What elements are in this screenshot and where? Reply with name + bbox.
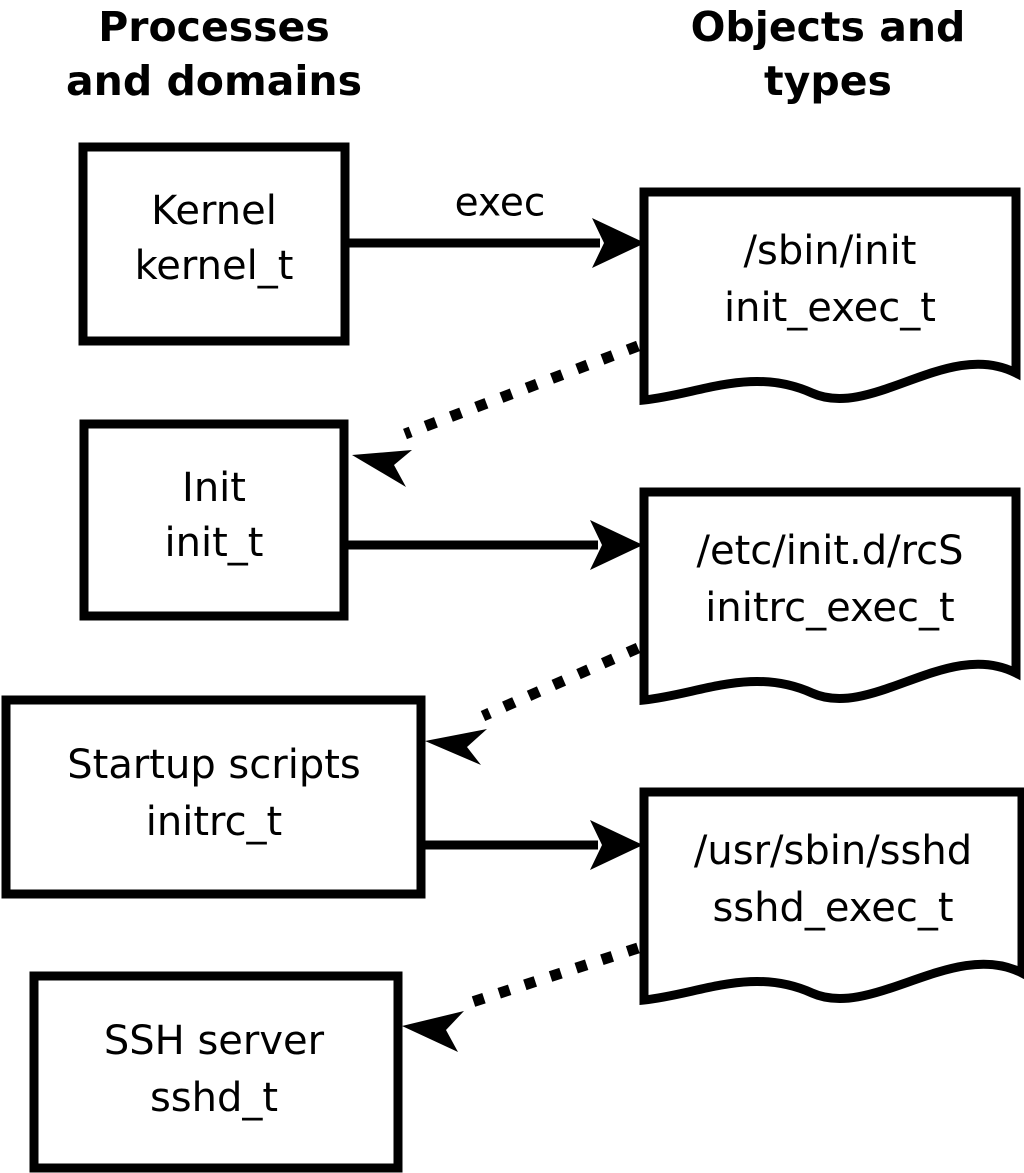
node-init[interactable]: Init init_t [79,419,349,621]
node-kernel[interactable]: Kernel kernel_t [78,142,350,346]
node-init-line1: Init [182,465,246,511]
edge-init-exec-rcs-arrowhead [590,520,643,570]
node-ssh-server-line1: SSH server [104,1018,325,1064]
edge-sshd-transition-ssh-server-line [461,942,640,1011]
edge-rcs-transition-initrc-line [480,642,641,722]
node-usr-sbin-sshd[interactable]: /usr/sbin/sshd sshd_exec_t [639,787,1024,1006]
node-ssh-server-box[interactable] [29,971,403,1173]
edge-initrc-exec-sshd-arrowhead [590,820,643,870]
node-sbin-init-line2: init_exec_t [724,285,936,331]
node-usr-sbin-sshd-line2: sshd_exec_t [712,885,953,931]
edge-init-exec-rcs [348,520,643,570]
node-startup-scripts-line1: Startup scripts [67,742,360,788]
node-kernel-line2: kernel_t [135,243,294,289]
column-header-objects-line1: Objects and [691,3,966,51]
edge-sbin-init-transition-init [352,340,640,487]
edge-kernel-exec-sbin-init-arrowhead [592,218,645,268]
edge-sshd-transition-ssh-server [402,942,640,1052]
edge-initrc-exec-sshd [425,820,643,870]
node-sbin-init-document-shape[interactable] [639,187,1021,406]
column-header-processes-line1: Processes [98,3,330,51]
node-etc-initd-rcs-document-shape[interactable] [639,487,1021,706]
edge-rcs-transition-initrc-arrowhead [425,729,487,765]
column-header-processes: Processes and domains [66,3,362,105]
node-etc-initd-rcs[interactable]: /etc/init.d/rcS initrc_exec_t [639,487,1021,706]
node-startup-scripts-line2: initrc_t [146,799,283,845]
node-usr-sbin-sshd-document-shape[interactable] [639,787,1024,1006]
node-startup-scripts[interactable]: Startup scripts initrc_t [1,695,426,899]
node-etc-initd-rcs-line1: /etc/init.d/rcS [696,528,963,574]
edge-sbin-init-transition-init-line [403,340,640,440]
node-etc-initd-rcs-line2: initrc_exec_t [705,585,954,631]
edge-kernel-exec-sbin-init: exec [349,181,645,268]
node-kernel-line1: Kernel [151,188,277,234]
edge-sbin-init-transition-init-arrowhead [352,450,412,487]
edge-label-exec: exec [455,181,546,226]
node-startup-scripts-box[interactable] [1,695,426,899]
edge-rcs-transition-initrc [425,642,641,765]
column-header-processes-line2: and domains [66,57,362,105]
column-header-objects-line2: types [764,57,892,105]
edge-sshd-transition-ssh-server-arrowhead [402,1011,464,1052]
node-sbin-init-line1: /sbin/init [744,228,917,274]
node-sbin-init[interactable]: /sbin/init init_exec_t [639,187,1021,406]
node-init-line2: init_t [165,520,264,566]
column-header-objects: Objects and types [691,3,966,105]
node-usr-sbin-sshd-line1: /usr/sbin/sshd [694,828,972,874]
node-kernel-box[interactable] [78,142,350,346]
node-init-box[interactable] [79,419,349,621]
node-ssh-server[interactable]: SSH server sshd_t [29,971,403,1173]
node-ssh-server-line2: sshd_t [150,1075,278,1121]
